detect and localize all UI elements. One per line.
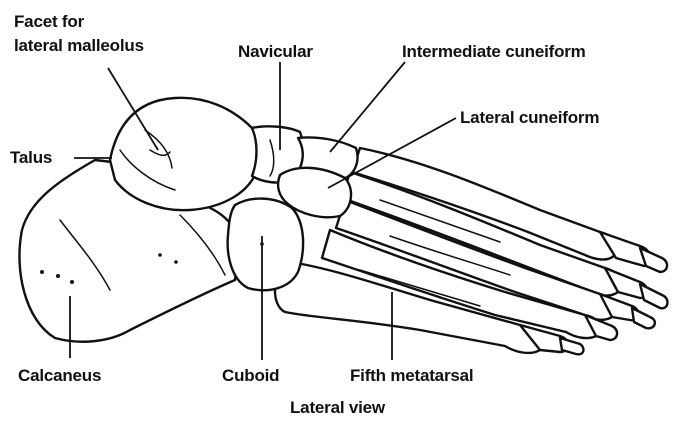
cuboid-bone xyxy=(228,199,303,291)
label-facet-line1: Facet for xyxy=(14,12,84,32)
label-navicular: Navicular xyxy=(238,42,313,62)
leader-intermediate-cuneiform xyxy=(330,62,405,152)
toe-phalanx-2b xyxy=(640,284,667,308)
toe-phalanx-3b xyxy=(632,308,655,328)
label-fifth-metatarsal: Fifth metatarsal xyxy=(350,366,473,386)
talus-bone xyxy=(110,98,260,210)
toe-phalanx-1b xyxy=(640,248,667,272)
caption: Lateral view xyxy=(290,398,385,418)
label-calcaneus: Calcaneus xyxy=(18,366,101,386)
label-talus: Talus xyxy=(10,148,52,168)
label-intermediate-cuneiform: Intermediate cuneiform xyxy=(402,42,586,62)
label-facet-line2: lateral malleolus xyxy=(14,36,144,56)
label-lateral-cuneiform: Lateral cuneiform xyxy=(460,108,599,128)
label-cuboid: Cuboid xyxy=(222,366,279,386)
